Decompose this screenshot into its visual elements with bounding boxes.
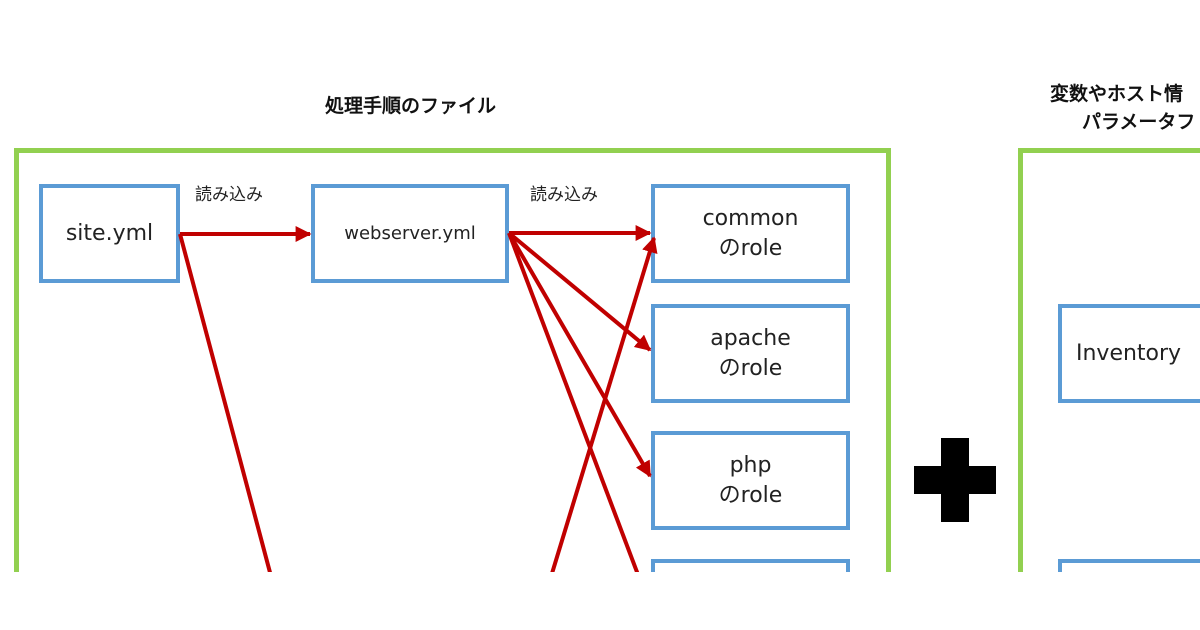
common-role-box: common のrole — [651, 184, 850, 283]
apache-role-label: のrole — [718, 355, 783, 381]
webserver-yml-box: webserver.yml — [311, 184, 509, 283]
site-yml-label: site.yml — [65, 220, 154, 246]
common-label: common — [702, 205, 799, 231]
read-label-1: 読み込み — [195, 185, 263, 205]
arrows — [178, 225, 658, 572]
left-title: 処理手順のファイル — [325, 95, 497, 117]
process-files-frame — [14, 148, 891, 572]
apache-label: apache — [710, 325, 791, 351]
webserver-yml-label: webserver.yml — [344, 222, 476, 244]
right-title-line2: パラメータフ — [1082, 111, 1196, 133]
line-site-down — [178, 233, 272, 572]
common-role-label: のrole — [718, 235, 783, 261]
right-title: 変数やホスト情 パラメータフ — [1050, 80, 1195, 136]
right-title-line1: 変数やホスト情 — [1050, 83, 1184, 105]
php-role-label: のrole — [718, 482, 783, 508]
line-webserver-down — [507, 232, 640, 572]
arrow-up-to-common — [550, 236, 658, 572]
arrow-webserver-to-php — [507, 231, 652, 478]
variables-frame — [1018, 148, 1200, 572]
variables-box-2 — [1058, 559, 1200, 572]
apache-role-box: apache のrole — [651, 304, 850, 403]
inventory-box: Inventory — [1058, 304, 1200, 403]
role-box-4 — [651, 559, 850, 572]
php-role-box: php のrole — [651, 431, 850, 530]
read-label-2: 読み込み — [530, 185, 598, 205]
plus-icon-vertical — [941, 438, 969, 522]
site-yml-box: site.yml — [39, 184, 180, 283]
php-label: php — [729, 452, 772, 478]
inventory-label: Inventory — [1076, 340, 1182, 366]
